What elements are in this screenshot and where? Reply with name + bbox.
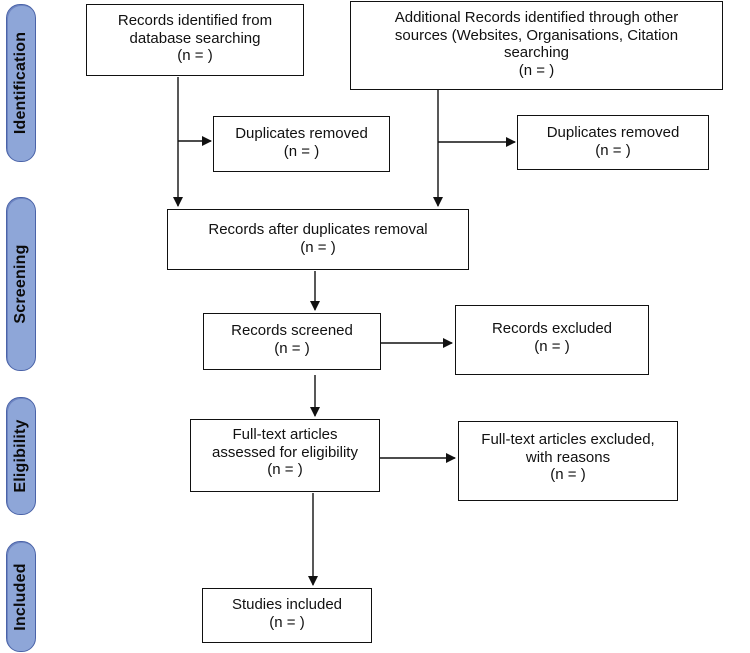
duplicates-right-box: Duplicates removed (n = ) (517, 115, 709, 170)
records-screened-count: (n = ) (274, 339, 310, 357)
records-excluded-box: Records excluded (n = ) (455, 305, 649, 375)
records-screened-line1: Records screened (231, 322, 353, 339)
stage-screening-label: Screening (12, 244, 29, 324)
stage-eligibility: Eligibility (6, 397, 36, 515)
after-duplicates-line1: Records after duplicates removal (208, 221, 428, 238)
studies-included-count: (n = ) (269, 613, 305, 631)
fulltext-excluded-line1: Full-text articles excluded, (481, 431, 655, 448)
stage-eligibility-label: Eligibility (12, 419, 29, 493)
duplicates-right-line1: Duplicates removed (546, 124, 680, 141)
stage-identification: Identification (6, 4, 36, 162)
records-other-count: (n = ) (518, 61, 555, 79)
records-excluded-line1: Records excluded (491, 320, 613, 337)
duplicates-left-box: Duplicates removed (n = ) (213, 116, 390, 172)
duplicates-right-count: (n = ) (595, 141, 631, 159)
after-duplicates-box: Records after duplicates removal (n = ) (167, 209, 469, 270)
records-screened-box: Records screened (n = ) (203, 313, 381, 370)
records-excluded-count: (n = ) (534, 337, 570, 355)
records-database-line2: database searching (129, 29, 261, 47)
studies-included-line1: Studies included (231, 596, 343, 613)
fulltext-excluded-box: Full-text articles excluded, with reason… (458, 421, 678, 501)
duplicates-left-count: (n = ) (283, 142, 320, 160)
stage-included: Included (6, 541, 36, 652)
records-other-line2: sources (Websites, Organisations, Citati… (394, 26, 679, 44)
duplicates-left-line1: Duplicates removed (235, 125, 368, 142)
records-database-count: (n = ) (177, 47, 213, 64)
records-other-line1: Additional Records identified through ot… (394, 9, 679, 26)
fulltext-assessed-box: Full-text articles assessed for eligibil… (190, 419, 380, 492)
fulltext-assessed-line2: assessed for eligibility (212, 443, 358, 461)
fulltext-excluded-count: (n = ) (550, 466, 586, 483)
fulltext-excluded-line2: with reasons (525, 448, 611, 466)
records-database-line1: Records identified from (117, 12, 273, 29)
records-other-box: Additional Records identified through ot… (350, 1, 723, 90)
records-other-line3: searching (503, 44, 570, 61)
fulltext-assessed-count: (n = ) (267, 461, 303, 478)
records-database-box: Records identified from database searchi… (86, 4, 304, 76)
after-duplicates-count: (n = ) (300, 238, 336, 256)
stage-screening: Screening (6, 197, 36, 371)
stage-included-label: Included (12, 562, 29, 631)
fulltext-assessed-line1: Full-text articles (232, 426, 338, 443)
studies-included-box: Studies included (n = ) (202, 588, 372, 643)
stage-identification-label: Identification (12, 31, 29, 135)
